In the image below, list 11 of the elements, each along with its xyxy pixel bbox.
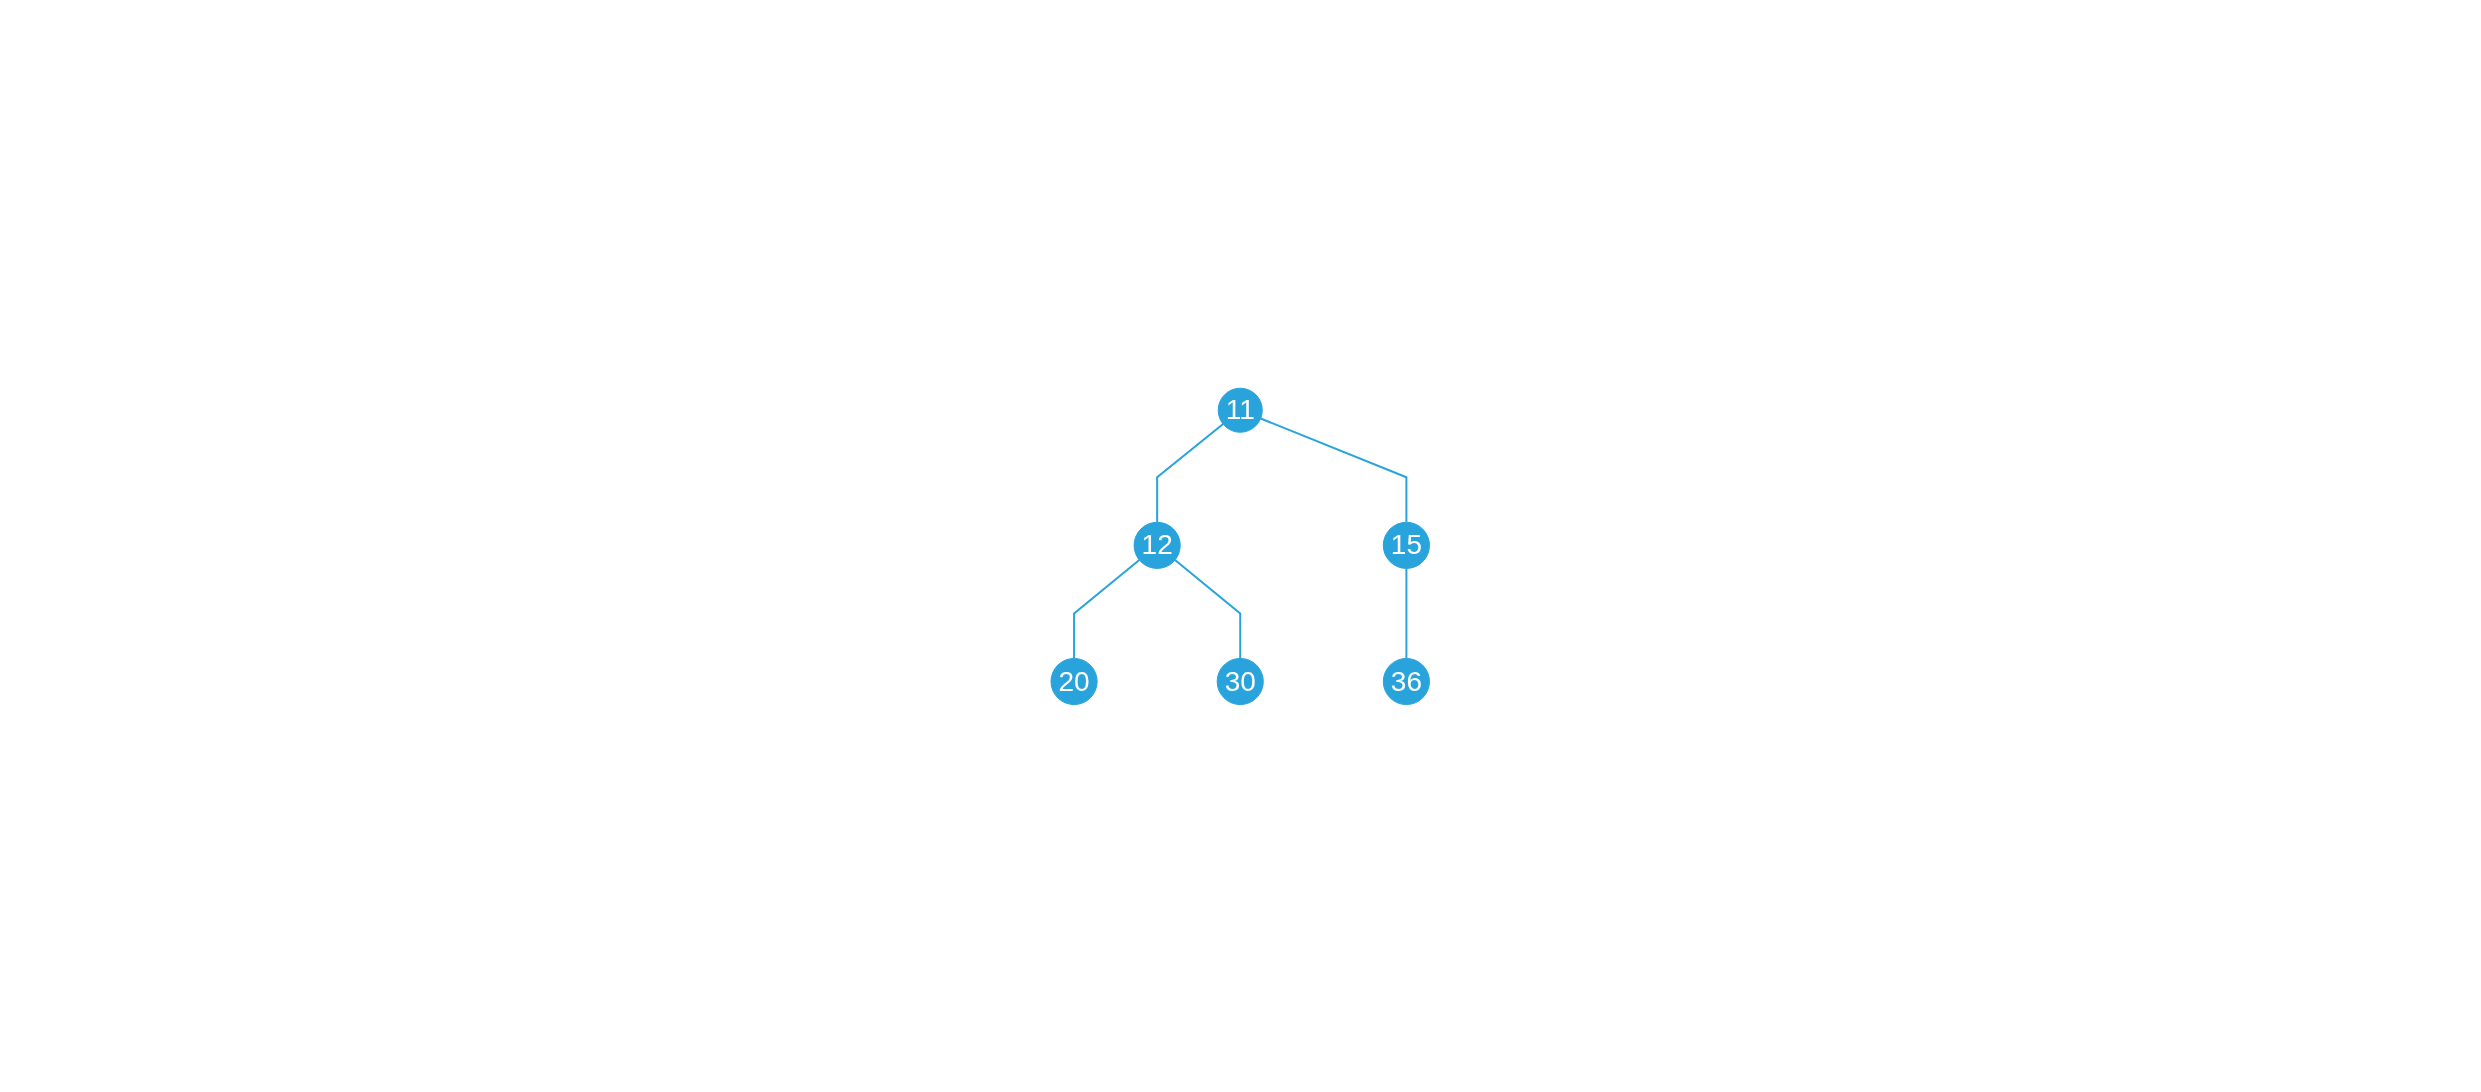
- node-circle: 11: [1217, 387, 1264, 433]
- node-circle: 30: [1216, 657, 1265, 705]
- node-circle: 20: [1050, 657, 1098, 705]
- node-circle: 15: [1383, 521, 1431, 569]
- connector: [1405, 567, 1408, 660]
- connector: [1156, 422, 1225, 523]
- connector: [1259, 417, 1408, 523]
- node-circle: 12: [1133, 521, 1181, 569]
- connector: [1073, 558, 1141, 660]
- node-circle: 36: [1383, 657, 1431, 705]
- connector: [1174, 558, 1242, 660]
